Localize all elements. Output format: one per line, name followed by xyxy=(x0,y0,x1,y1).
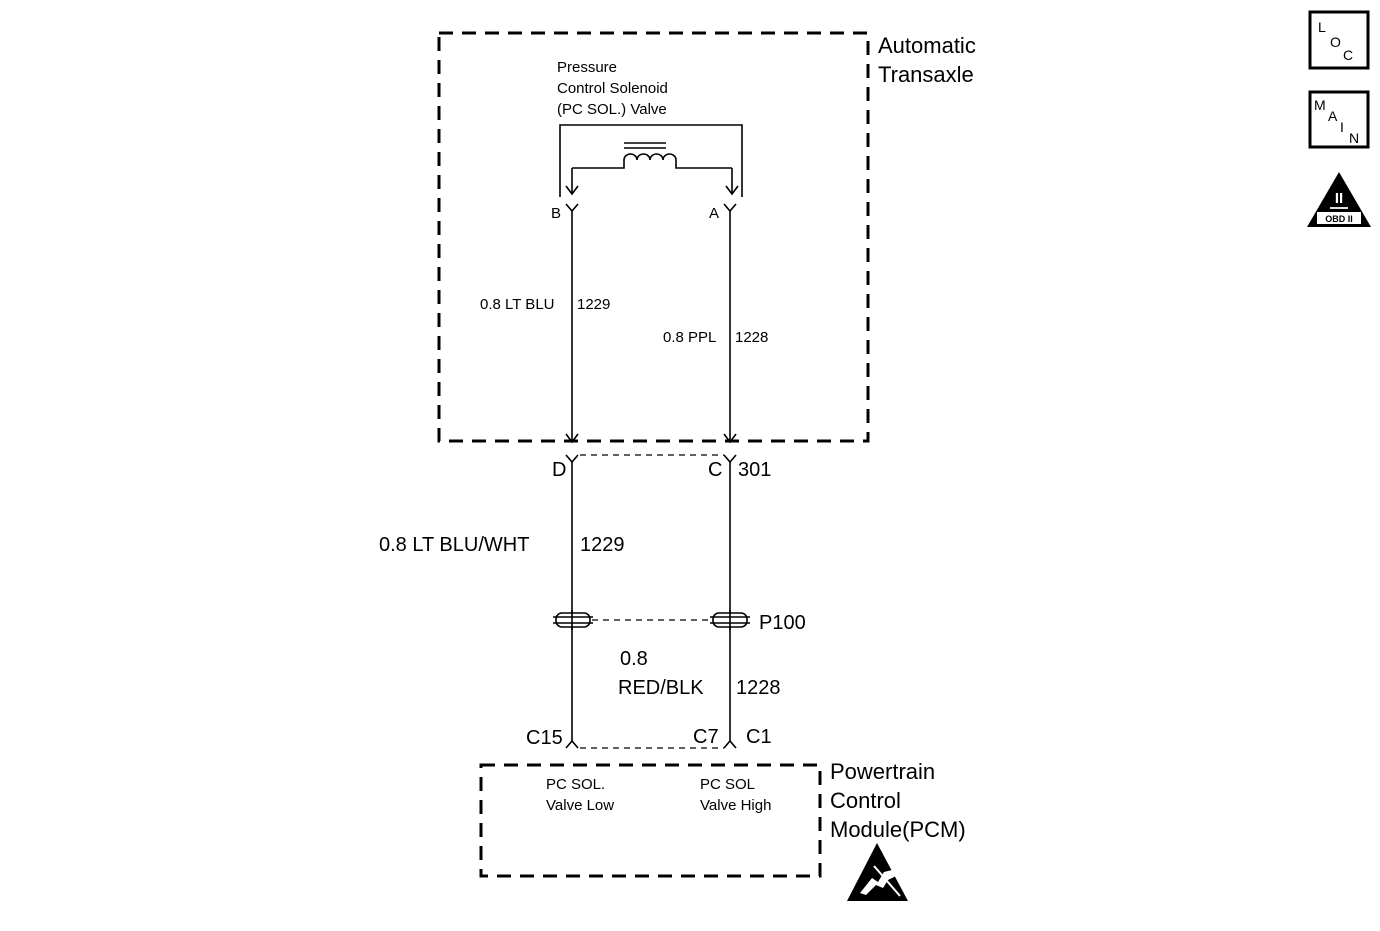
pcm-connector-c1: C1 xyxy=(746,726,772,748)
wire-right-lower-gauge: 0.8 xyxy=(620,648,648,670)
pcm-label-line2: Control xyxy=(830,788,901,813)
svg-text:M: M xyxy=(1314,97,1326,113)
pcm-label-line3: Module(PCM) xyxy=(830,817,966,842)
connector-c301-pin-c-symbol xyxy=(723,454,737,464)
solenoid-label-line1: Pressure xyxy=(557,59,617,76)
connector-p100-name: P100 xyxy=(759,612,806,634)
pcm-pin-high-line1: PC SOL xyxy=(700,776,755,793)
svg-text:C: C xyxy=(1343,47,1353,63)
wire-left-upper-circuit: 1229 xyxy=(577,296,610,313)
wire-right-upper-circuit: 1228 xyxy=(735,329,768,346)
pcm-pin-high-line2: Valve High xyxy=(700,797,771,814)
wire-left-lower-color: 0.8 LT BLU/WHT xyxy=(379,534,529,556)
wire-right-upper-arrow xyxy=(723,433,737,444)
main-icon[interactable]: M A I N xyxy=(1308,90,1370,149)
svg-text:N: N xyxy=(1349,130,1359,146)
loc-icon[interactable]: L O C xyxy=(1308,10,1370,70)
svg-text:O: O xyxy=(1330,34,1341,50)
pcm-pin-c15: C15 xyxy=(526,727,563,749)
pcm-pin-low-line2: Valve Low xyxy=(546,797,614,814)
solenoid-symbol xyxy=(559,124,743,197)
connector-p100-left xyxy=(553,610,593,630)
pcm-pin-low-line1: PC SOL. xyxy=(546,776,605,793)
solenoid-pin-b-label: B xyxy=(551,205,561,222)
connector-c301-name: 301 xyxy=(738,459,771,481)
wire-right-lower-circuit: 1228 xyxy=(736,677,781,699)
solenoid-pin-a-symbol xyxy=(723,203,737,213)
svg-text:L: L xyxy=(1318,19,1326,35)
transaxle-boundary xyxy=(437,31,870,443)
svg-text:A: A xyxy=(1328,108,1338,124)
pcm-label-line1: Powertrain xyxy=(830,759,935,784)
pcm-pin-c7-symbol xyxy=(723,739,737,749)
connector-c301-pin-c: C xyxy=(708,459,722,481)
obd-ii-icon[interactable]: II OBD II xyxy=(1307,172,1371,227)
connector-p100-right xyxy=(710,610,750,630)
pcm-boundary xyxy=(479,763,822,878)
esd-warning-icon xyxy=(847,843,908,901)
wire-left-lower-circuit: 1229 xyxy=(580,534,625,556)
wire-right-upper-color: 0.8 PPL xyxy=(663,329,716,346)
transaxle-label-line2: Transaxle xyxy=(878,62,974,87)
wire-left-upper-color: 0.8 LT BLU xyxy=(480,296,555,313)
obd-ii-roman: II xyxy=(1335,190,1343,207)
solenoid-pin-b-symbol xyxy=(565,203,579,213)
wire-left-upper-arrow xyxy=(565,433,579,444)
solenoid-label-line3: (PC SOL.) Valve xyxy=(557,101,667,118)
solenoid-pin-a-label: A xyxy=(709,205,719,222)
transaxle-label-line1: Automatic xyxy=(878,33,976,58)
pcm-pin-c7: C7 xyxy=(693,726,719,748)
connector-c301-pin-d: D xyxy=(552,459,566,481)
connector-c301-pin-d-symbol xyxy=(565,454,579,464)
wire-right-lower-color: RED/BLK xyxy=(618,677,704,699)
svg-text:I: I xyxy=(1340,119,1344,135)
obd-ii-text: OBD II xyxy=(1325,214,1353,224)
pcm-pin-c15-symbol xyxy=(565,739,579,749)
solenoid-label-line2: Control Solenoid xyxy=(557,80,668,97)
